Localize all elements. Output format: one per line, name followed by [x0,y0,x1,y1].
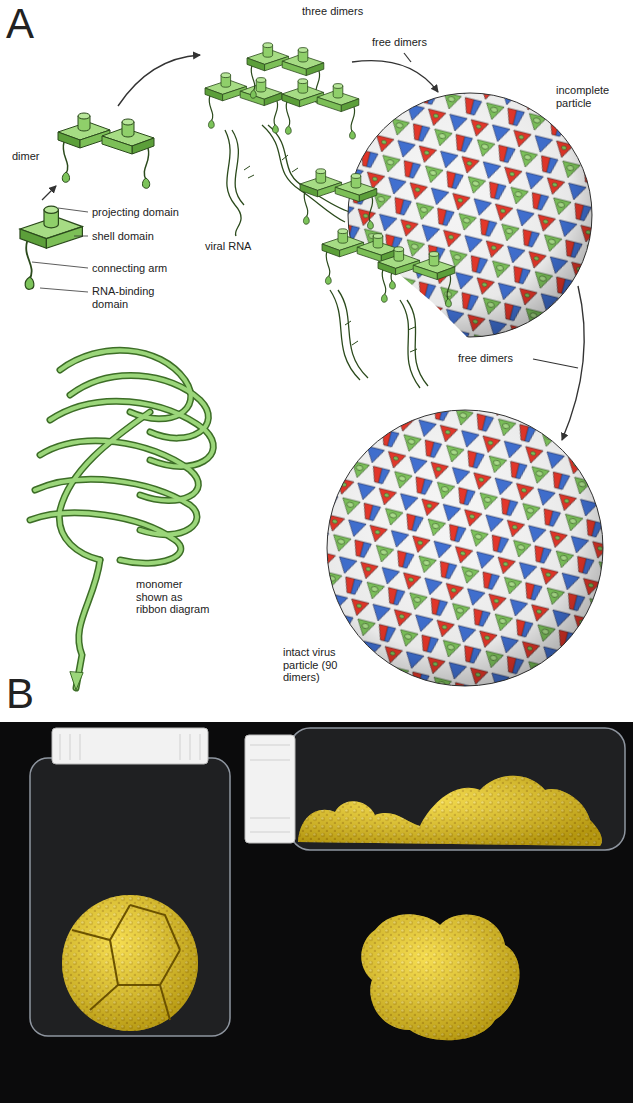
panel-letter: A [6,0,46,48]
part-label: projecting domain [92,206,197,219]
dimer-cartoon [58,55,200,188]
part-label: free dimers [372,36,452,49]
part-label: viral RNA [205,240,275,253]
part-label: three dimers [302,5,392,18]
part-label: RNA-binding domain [92,285,158,310]
incomplete-particle [300,93,592,440]
part-label: connecting arm [92,262,192,275]
part-label: dimer [12,150,54,163]
part-label: incomplete particle [556,84,628,109]
intact-particle [327,410,603,686]
part-label: monomer shown as ribbon diagram [136,578,216,616]
ribbon-diagram [30,350,213,690]
monomer-cartoon [20,186,88,292]
part-label: intact virus particle (90 dimers) [283,646,361,684]
part-label: free dimers [458,352,532,365]
photo-panel [0,722,633,1103]
panel-letter: B [6,670,46,718]
part-label: shell domain [92,230,192,243]
